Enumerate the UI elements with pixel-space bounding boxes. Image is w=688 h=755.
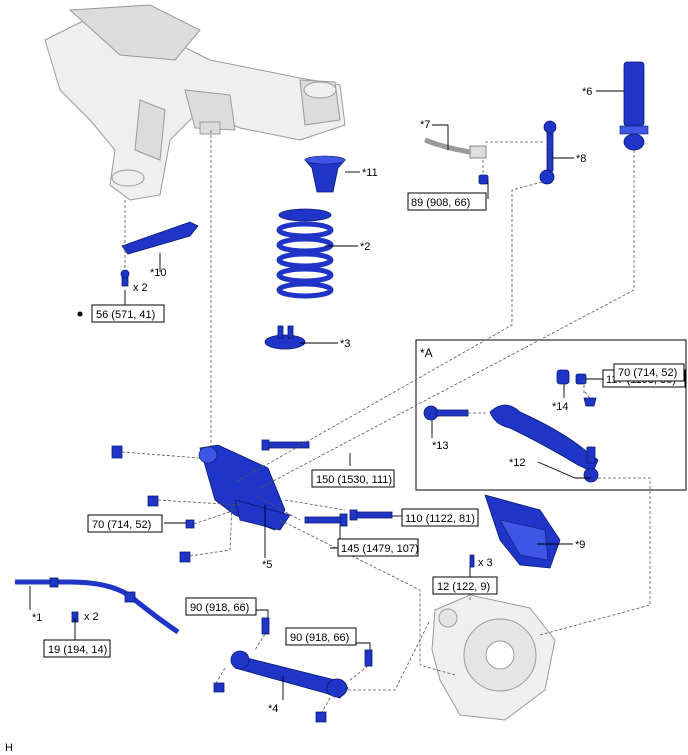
label-part-6: *6: [582, 86, 592, 98]
torque-70-lower: 70 (714, 52): [87, 514, 163, 533]
svg-text:56 (571, 41): 56 (571, 41): [96, 309, 155, 321]
label-part-3: *3: [340, 338, 350, 350]
torque-12: 12 (122, 9): [432, 576, 498, 595]
figure-marker: H: [5, 742, 13, 754]
bolt-part-10: [120, 269, 130, 287]
svg-text:89 (908, 66): 89 (908, 66): [411, 197, 470, 209]
torque-145: 145 (1479, 107): [337, 538, 419, 557]
qty-bolt-19: x 2: [84, 611, 99, 623]
label-part-11: *11: [362, 167, 378, 179]
upper-arm-part-12: [489, 404, 599, 483]
torque-89: 89 (908, 66): [407, 192, 487, 211]
label-part-10: *10: [150, 267, 167, 279]
svg-text:90 (918, 66): 90 (918, 66): [290, 632, 349, 644]
torque-90-left: 90 (918, 66): [185, 597, 257, 616]
label-inset-a: *A: [420, 346, 433, 360]
svg-text:90 (918, 66): 90 (918, 66): [190, 602, 249, 614]
label-part-1: *1: [32, 612, 42, 624]
part-labels: *11 *2 *3 *6 *7 *8 *10 *A *14 *13 *12 *9…: [32, 86, 592, 715]
bolt-12: [469, 554, 475, 568]
rear-axle-carrier: [431, 594, 556, 721]
torque-70-inset: 70 (714, 52): [613, 363, 685, 382]
coil-spring-part-2: [276, 208, 334, 299]
assembly-guide-lines: [74, 130, 651, 713]
label-part-8: *8: [576, 153, 586, 165]
bolt-110: [349, 509, 393, 521]
svg-text:12 (122, 9): 12 (122, 9): [437, 581, 490, 593]
bolt-145: [304, 513, 348, 527]
stabilizer-link-part-8: [539, 120, 557, 185]
svg-text:70 (714, 52): 70 (714, 52): [618, 367, 677, 379]
bracket-part-10: [121, 221, 199, 255]
qty-bolt-12: x 3: [478, 557, 493, 569]
leader-lines: [29, 90, 624, 700]
label-part-4: *4: [268, 703, 278, 715]
svg-text:145 (1479, 107): 145 (1479, 107): [341, 543, 419, 555]
spring-seat-part-3: [264, 325, 306, 350]
torque-110: 110 (1122, 81): [401, 508, 479, 527]
bolt-150: [261, 439, 310, 451]
bolt-part-13: [423, 405, 469, 421]
label-part-5: *5: [262, 559, 272, 571]
lower-arm-part-4: [213, 617, 373, 723]
label-part-14: *14: [552, 401, 569, 413]
bump-stopper-part-11: [304, 155, 346, 193]
label-part-9: *9: [575, 539, 585, 551]
torque-19: 19 (194, 14): [43, 639, 111, 658]
qty-bolt-10: x 2: [133, 282, 148, 294]
nut-part-7: [478, 174, 489, 185]
small-nuts: [111, 445, 195, 563]
label-part-13: *13: [432, 440, 449, 452]
label-part-12: *12: [509, 457, 526, 469]
svg-text:110 (1122, 81): 110 (1122, 81): [405, 513, 475, 525]
torque-56: 56 (571, 41): [91, 304, 165, 323]
quantity-labels: x 2 x 2 x 3: [84, 282, 493, 623]
torque-90-right: 90 (918, 66): [285, 627, 357, 646]
label-part-7: *7: [420, 119, 430, 131]
nut-inset-70: [583, 397, 597, 407]
inset-a-frame: [415, 339, 687, 491]
nut-part-14: [556, 369, 587, 385]
svg-text:19 (194, 14): 19 (194, 14): [48, 644, 107, 656]
label-part-2: *2: [360, 241, 370, 253]
svg-text:70 (714, 52): 70 (714, 52): [92, 519, 151, 531]
rear-subframe: [44, 4, 346, 201]
shock-absorber-part-6: [619, 61, 649, 151]
svg-text:150 (1530, 111): 150 (1530, 111): [316, 474, 392, 486]
torque-150: 150 (1530, 111): [311, 469, 395, 488]
stabilizer-bar-end-part-7: [424, 137, 487, 159]
upper-arm-assembly-part-5: [198, 444, 291, 531]
cover-part-9: [484, 494, 561, 569]
bullet-56: [77, 311, 83, 317]
